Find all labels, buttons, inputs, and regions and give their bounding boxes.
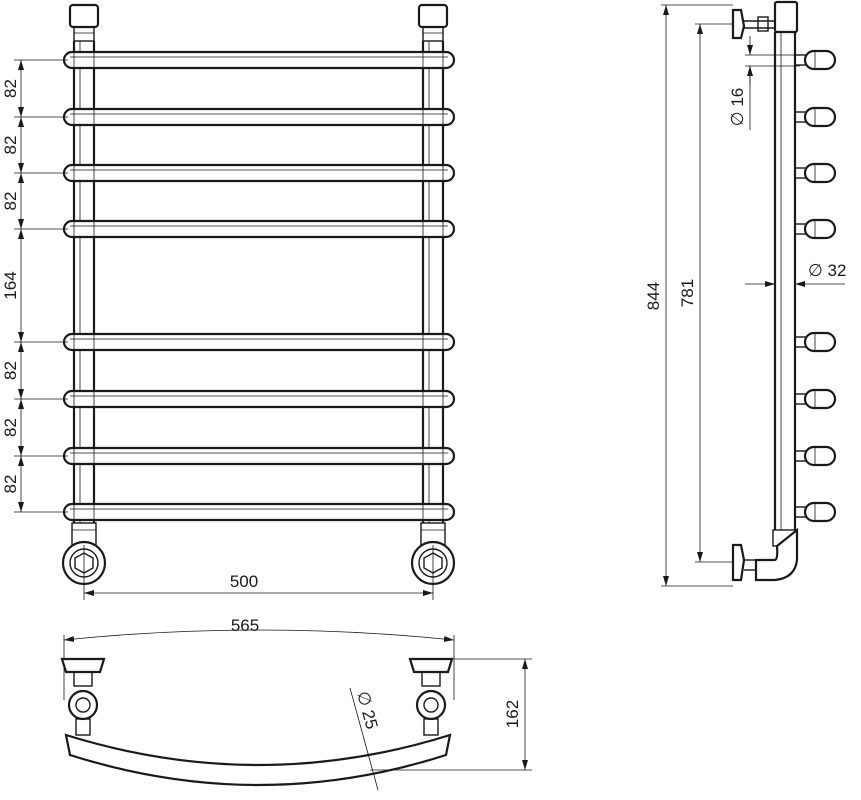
width-label: 500 (230, 572, 258, 591)
spacing-label-3: 82 (1, 192, 20, 211)
rung-4 (62, 219, 456, 239)
side-bottom-valve (731, 527, 799, 582)
tube-diameter-label: ∅ 25 (353, 689, 381, 731)
spacing-label-2: 82 (1, 136, 20, 155)
top-right-cap (417, 3, 449, 42)
spacing-label-1: 82 (1, 79, 20, 98)
rung-6 (62, 389, 456, 409)
spacing-label-6: 82 (1, 418, 20, 437)
side-top-valve (731, 0, 799, 40)
overall-width-label: 565 (231, 616, 259, 635)
spacing-label-4: 164 (1, 271, 20, 299)
side-rung-end-4 (794, 218, 837, 240)
side-rung-end-2 (794, 106, 837, 128)
side-rung-end-1 (794, 49, 837, 71)
axis-height-label: 781 (678, 279, 697, 307)
width-dimension: 500 (83, 545, 434, 600)
overall-height-label: 844 (644, 282, 663, 310)
rung-8 (62, 502, 456, 522)
side-rung-end-6 (794, 388, 837, 410)
post-diameter-label: ∅ 32 (808, 261, 846, 280)
side-rung-end-7 (794, 445, 837, 467)
rung-1 (62, 50, 456, 70)
curved-tube (64, 733, 452, 787)
top-view: 565 162 ∅ 25 (60, 616, 532, 791)
rung-spacing-dimensions: 82 82 82 164 82 82 82 (1, 59, 68, 513)
side-rung-end-8 (794, 501, 837, 523)
spacing-label-7: 82 (1, 475, 20, 494)
rung-2 (62, 107, 456, 127)
depth-label: 162 (503, 700, 522, 728)
right-wall-bracket (408, 657, 454, 736)
side-view: 844 781 ∅ 16 ∅ 32 (644, 0, 846, 587)
rung-3 (62, 163, 456, 183)
left-wall-bracket (60, 657, 106, 736)
rungs (62, 50, 456, 522)
top-left-cap (68, 3, 100, 42)
side-rung-ends (794, 49, 837, 523)
rung-5 (62, 332, 456, 352)
rung-7 (62, 446, 456, 466)
side-rung-end-5 (794, 331, 837, 353)
spacing-label-5: 82 (1, 361, 20, 380)
rung-diameter-label: ∅ 16 (728, 88, 747, 126)
side-rung-end-3 (794, 162, 837, 184)
side-post (773, 32, 797, 530)
front-view: 82 82 82 164 82 82 82 500 (1, 3, 456, 600)
